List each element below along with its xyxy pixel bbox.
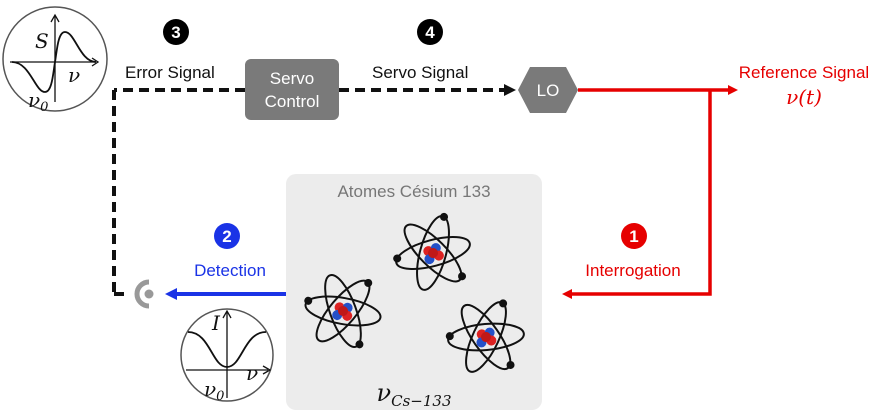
lo-hexagon [518, 67, 578, 113]
step-4-number: 4 [425, 23, 435, 42]
interrogation-label: Interrogation [585, 261, 680, 280]
detection-plot: I ν ν0 [180, 308, 274, 404]
step-1-number: 1 [629, 227, 638, 246]
step-3-badge [163, 19, 189, 45]
step-4-badge [417, 19, 443, 45]
detection-plot-y-label: I [211, 311, 221, 335]
detection-plot-x-label: ν [246, 361, 258, 385]
error-signal-label: Error Signal [125, 63, 215, 82]
error-signal-plot: S ν ν0 [2, 6, 108, 115]
step-2-badge [214, 223, 240, 249]
servo-control-line2: Control [265, 92, 320, 111]
reference-signal-symbol: ν(t) [786, 85, 822, 109]
detection-label: Detection [194, 261, 266, 280]
servo-signal-label: Servo Signal [372, 63, 468, 82]
step-2-number: 2 [222, 227, 231, 246]
detector-icon [134, 279, 154, 309]
error-plot-center-label: ν0 [28, 88, 48, 115]
step-1-badge [621, 223, 647, 249]
lo-label: LO [537, 81, 560, 100]
interrogation-path [562, 90, 712, 299]
error-plot-x-label: ν [68, 63, 80, 87]
error-plot-y-label: S [35, 29, 49, 53]
atoms-box-title: Atomes Césium 133 [337, 182, 490, 201]
reference-signal-label: Reference Signal [739, 63, 869, 82]
step-3-number: 3 [171, 23, 180, 42]
servo-control-box [245, 59, 339, 120]
detection-plot-center-label: ν0 [204, 377, 224, 404]
cesium-frequency-symbol: νCs−133 [377, 379, 452, 410]
servo-control-line1: Servo [270, 69, 314, 88]
